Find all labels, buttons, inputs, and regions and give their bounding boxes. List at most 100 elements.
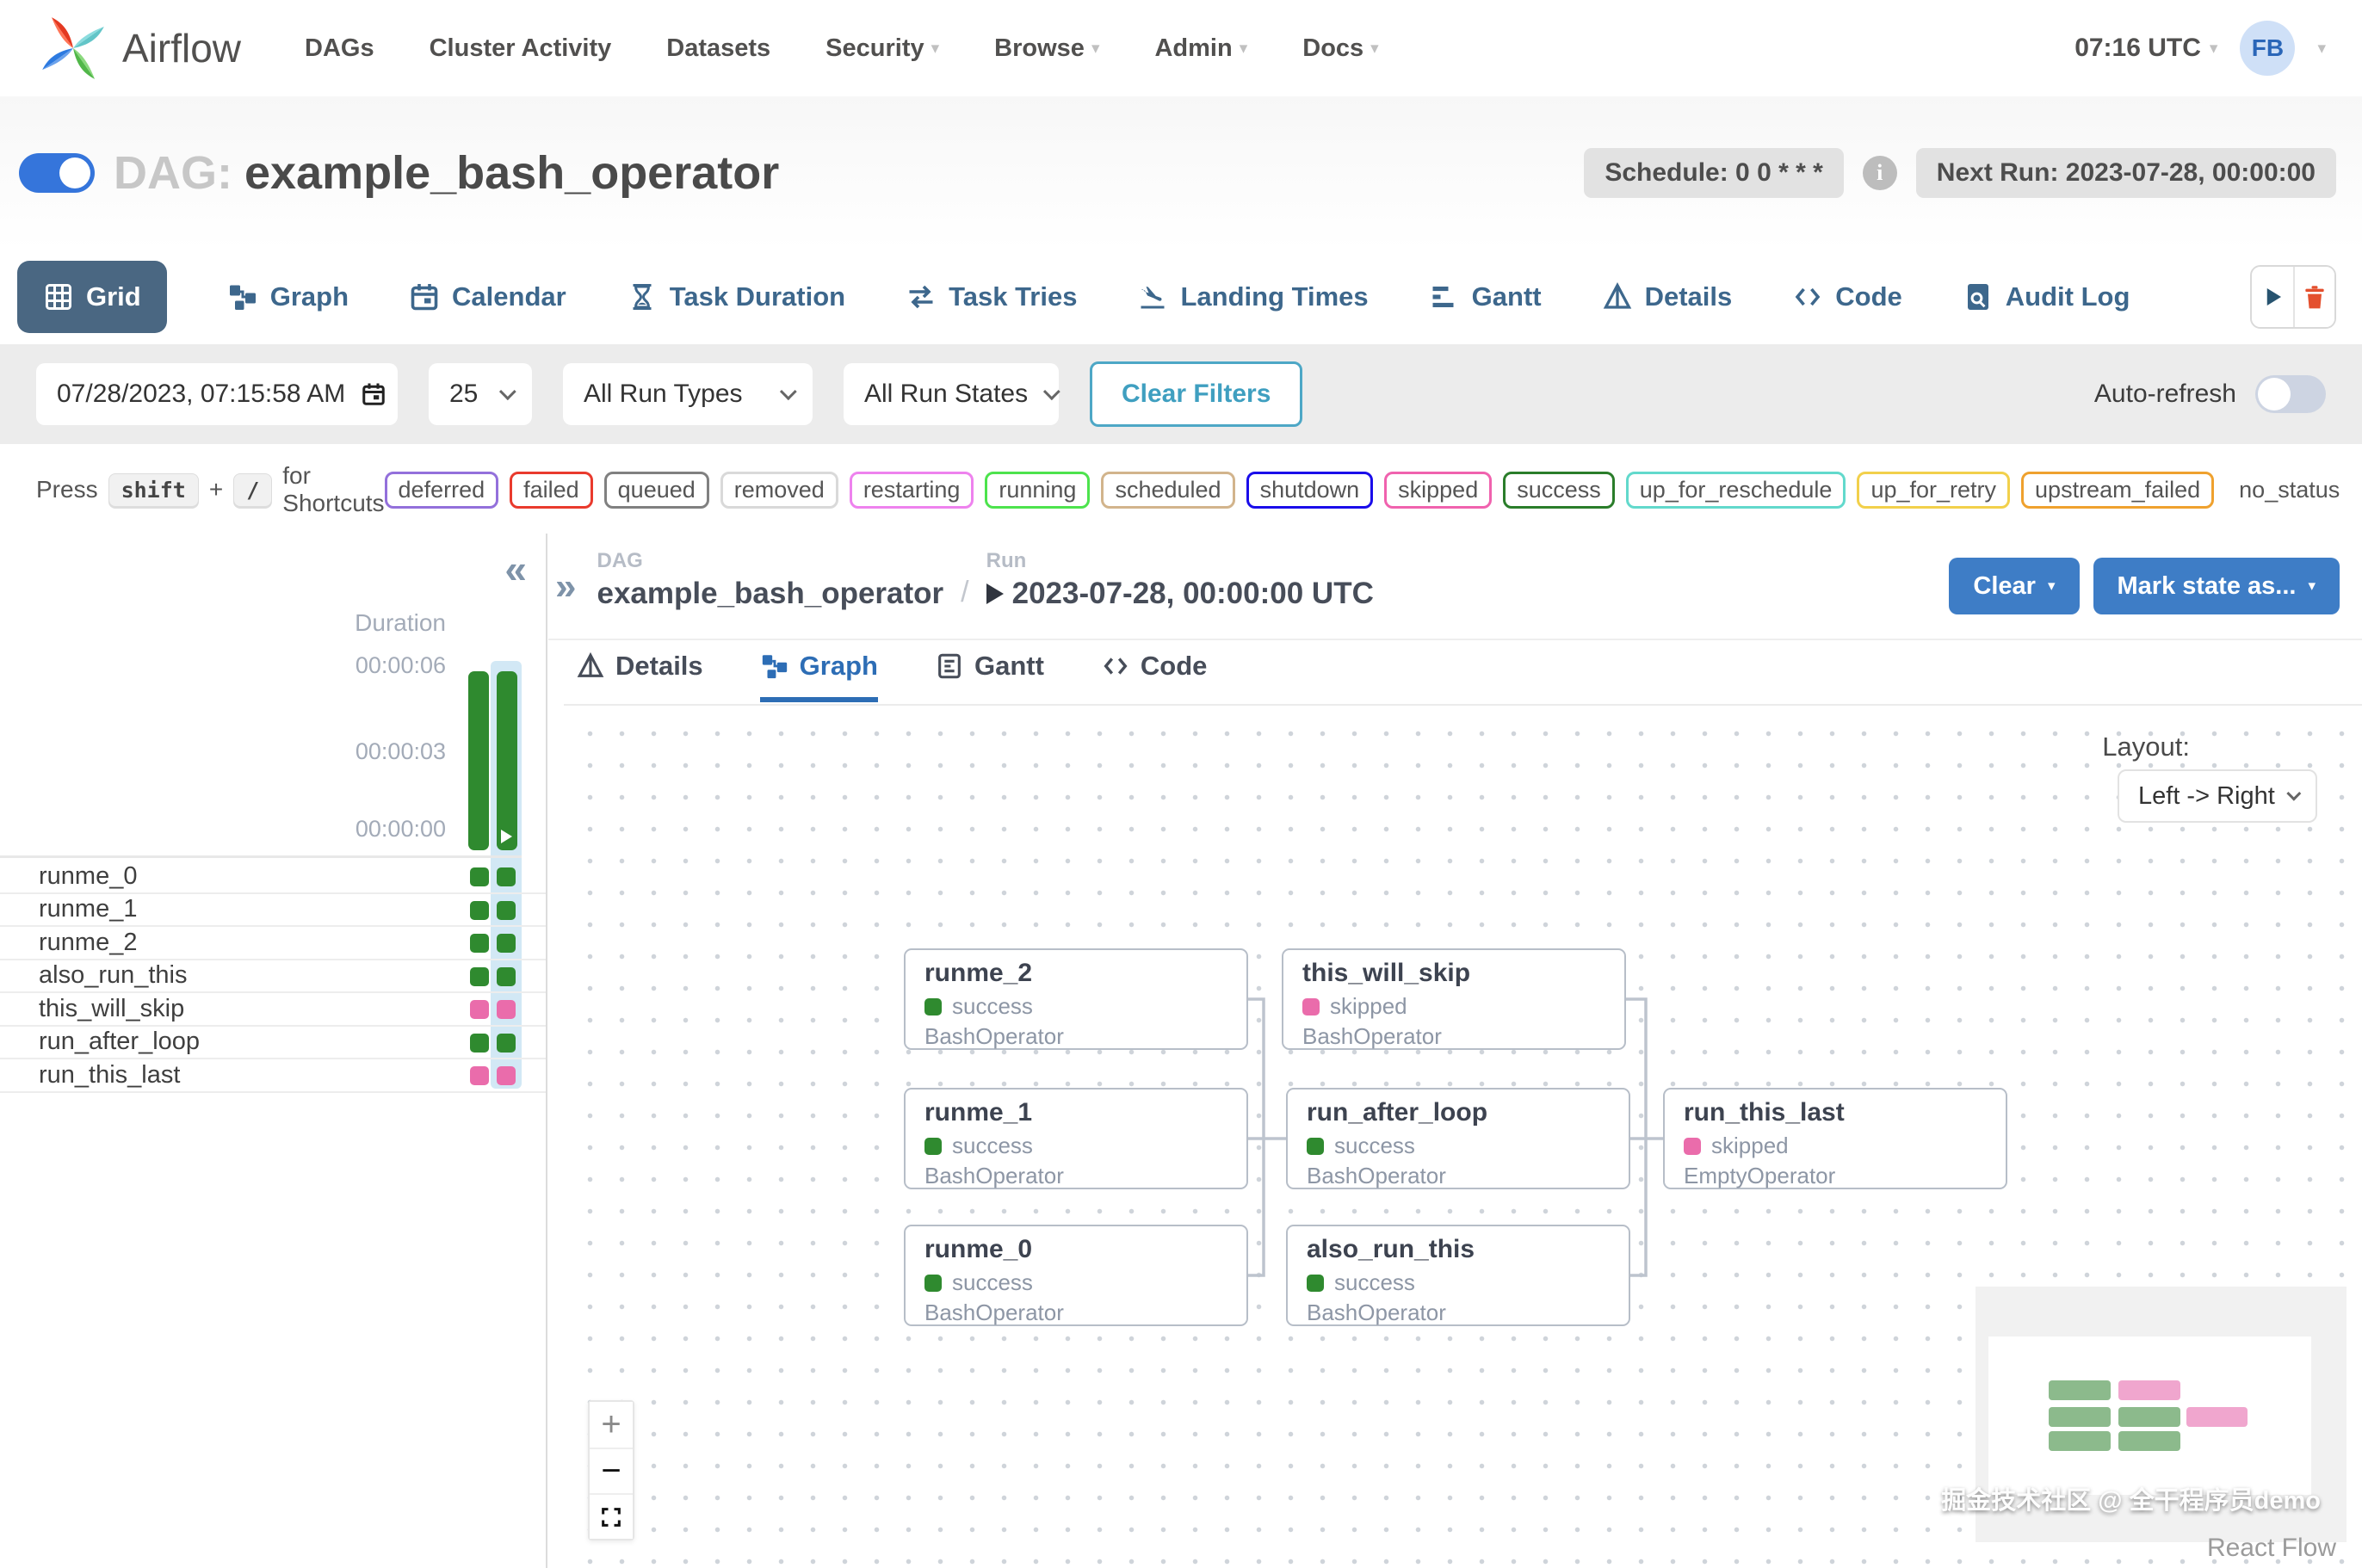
page-size-select[interactable]: 25	[429, 363, 532, 425]
react-flow-attribution[interactable]: React Flow	[2206, 1534, 2336, 1562]
dag-node[interactable]: runme_1 success BashOperator	[904, 1088, 1248, 1189]
tab-code[interactable]: Code	[1792, 281, 1902, 312]
nav-item-datasets[interactable]: Datasets	[666, 34, 771, 62]
breadcrumb-dag-value[interactable]: example_bash_operator	[597, 577, 944, 610]
task-row[interactable]: run_this_last	[0, 1059, 546, 1093]
task-row[interactable]: runme_2	[0, 927, 546, 960]
tab-calendar[interactable]: Calendar	[409, 281, 566, 312]
minimap-viewport	[1988, 1337, 2311, 1495]
base-date-input[interactable]: 07/28/2023, 07:15:58 AM	[36, 363, 398, 425]
dag-node[interactable]: run_this_last skipped EmptyOperator	[1663, 1088, 2007, 1189]
task-row[interactable]: this_will_skip	[0, 993, 546, 1027]
run-detail-panel: » DAG example_bash_operator / Run 2023-0…	[548, 534, 2362, 1568]
nav-item-cluster-activity[interactable]: Cluster Activity	[429, 34, 612, 62]
panel-divider[interactable]	[546, 534, 547, 1568]
chevron-down-icon: ▾	[2047, 577, 2056, 594]
graph-canvas[interactable]: Layout: Left -> Right runme_2 success Ba…	[564, 704, 2362, 1568]
tab-graph[interactable]: Graph	[227, 281, 349, 312]
dag-node[interactable]: runme_2 success BashOperator	[904, 948, 1248, 1050]
trigger-dag-button[interactable]	[2252, 267, 2293, 327]
task-instance[interactable]	[470, 1033, 489, 1053]
task-name[interactable]: run_this_last	[39, 1060, 181, 1089]
utc-clock-dropdown[interactable]: 07:16 UTC▾	[2074, 34, 2218, 62]
legend-badge: failed	[510, 471, 593, 509]
clear-filters-button[interactable]: Clear Filters	[1090, 361, 1303, 427]
task-instance[interactable]	[470, 1000, 489, 1019]
dag-node[interactable]: runme_0 success BashOperator	[904, 1225, 1248, 1326]
run-duration-bar[interactable]	[468, 671, 489, 850]
task-instance[interactable]	[497, 1066, 516, 1085]
run-states-select[interactable]: All Run States	[844, 363, 1060, 425]
tab-details[interactable]: Details	[1602, 281, 1732, 312]
delete-dag-button[interactable]	[2292, 267, 2334, 327]
task-instance[interactable]	[470, 900, 489, 920]
manual-run-icon	[501, 830, 512, 843]
info-icon[interactable]: i	[1862, 156, 1897, 190]
node-title: also_run_this	[1307, 1235, 1475, 1263]
task-row[interactable]: also_run_this	[0, 960, 546, 993]
task-instance[interactable]	[470, 934, 489, 953]
tab-task-duration[interactable]: Task Duration	[627, 281, 845, 312]
task-instance[interactable]	[470, 867, 489, 886]
audit-log-icon	[1967, 284, 1988, 310]
layout-select[interactable]: Left -> Right	[2118, 769, 2317, 823]
dag-node[interactable]: also_run_this success BashOperator	[1286, 1225, 1630, 1326]
avatar[interactable]: FB	[2240, 21, 2296, 76]
task-instance[interactable]	[497, 1000, 516, 1019]
run-duration-bar-selected[interactable]	[497, 671, 517, 850]
task-name[interactable]: run_after_loop	[39, 1028, 201, 1056]
task-instance[interactable]	[470, 966, 489, 986]
dag-node[interactable]: this_will_skip skipped BashOperator	[1282, 948, 1626, 1050]
collapse-sidebar-button[interactable]: «	[504, 546, 527, 591]
mark-state-button[interactable]: Mark state as...▾	[2093, 558, 2340, 614]
task-row[interactable]: runme_0	[0, 861, 546, 894]
nav-item-security[interactable]: Security▾	[825, 34, 940, 62]
tab-run-code[interactable]: Code	[1101, 651, 1207, 702]
grid-sidebar: « Duration 00:00:06 00:00:03 00:00:00 ru…	[0, 534, 546, 1568]
dag-node[interactable]: run_after_loop success BashOperator	[1286, 1088, 1630, 1189]
task-instance[interactable]	[470, 1066, 489, 1085]
task-name[interactable]: runme_2	[39, 928, 138, 956]
task-row[interactable]: run_after_loop	[0, 1027, 546, 1059]
tab-run-graph[interactable]: Graph	[759, 651, 878, 702]
minimap[interactable]	[1976, 1287, 2347, 1542]
tab-audit-log[interactable]: Audit Log	[1963, 281, 2130, 312]
task-instance[interactable]	[497, 900, 516, 920]
tab-task-tries[interactable]: Task Tries	[906, 281, 1077, 312]
tab-grid[interactable]: Grid	[17, 261, 167, 333]
tab-run-gantt[interactable]: Gantt	[935, 651, 1044, 702]
nav-item-admin[interactable]: Admin▾	[1154, 34, 1248, 62]
task-instance[interactable]	[497, 966, 516, 986]
task-instance[interactable]	[497, 1033, 516, 1053]
legend-badge: removed	[720, 471, 838, 509]
airflow-brand[interactable]: Airflow	[36, 11, 241, 85]
zoom-in-button[interactable]: +	[590, 1402, 633, 1448]
code-icon	[1795, 287, 1821, 306]
axis-tick: 00:00:03	[355, 738, 446, 764]
run-types-select[interactable]: All Run Types	[563, 363, 813, 425]
dag-pause-toggle[interactable]	[19, 153, 95, 193]
status-square	[924, 997, 942, 1015]
nav-item-docs[interactable]: Docs▾	[1302, 34, 1379, 62]
nav-item-dags[interactable]: DAGs	[305, 34, 374, 62]
auto-refresh-toggle[interactable]	[2255, 375, 2326, 413]
node-status: skipped	[1330, 993, 1407, 1019]
task-row[interactable]: runme_1	[0, 894, 546, 927]
task-instance[interactable]	[497, 934, 516, 953]
nav-item-browse[interactable]: Browse▾	[994, 34, 1100, 62]
expand-panel-button[interactable]: »	[555, 565, 577, 608]
zoom-out-button[interactable]: −	[590, 1448, 633, 1493]
task-instance[interactable]	[497, 867, 516, 886]
breadcrumb-run-value[interactable]: 2023-07-28, 00:00:00 UTC	[986, 577, 1374, 611]
task-name[interactable]: runme_1	[39, 895, 138, 923]
clear-run-button[interactable]: Clear▾	[1949, 558, 2080, 614]
chevron-down-icon[interactable]: ▾	[2317, 39, 2326, 58]
fit-view-button[interactable]	[590, 1493, 633, 1539]
tab-gantt[interactable]: Gantt	[1429, 281, 1542, 312]
tab-run-details[interactable]: Details	[576, 651, 703, 702]
breadcrumb-run-label: Run	[986, 549, 1027, 572]
task-name[interactable]: runme_0	[39, 861, 138, 890]
tab-landing-times[interactable]: Landing Times	[1137, 281, 1369, 312]
task-name[interactable]: also_run_this	[39, 961, 188, 990]
task-name[interactable]: this_will_skip	[39, 994, 185, 1022]
